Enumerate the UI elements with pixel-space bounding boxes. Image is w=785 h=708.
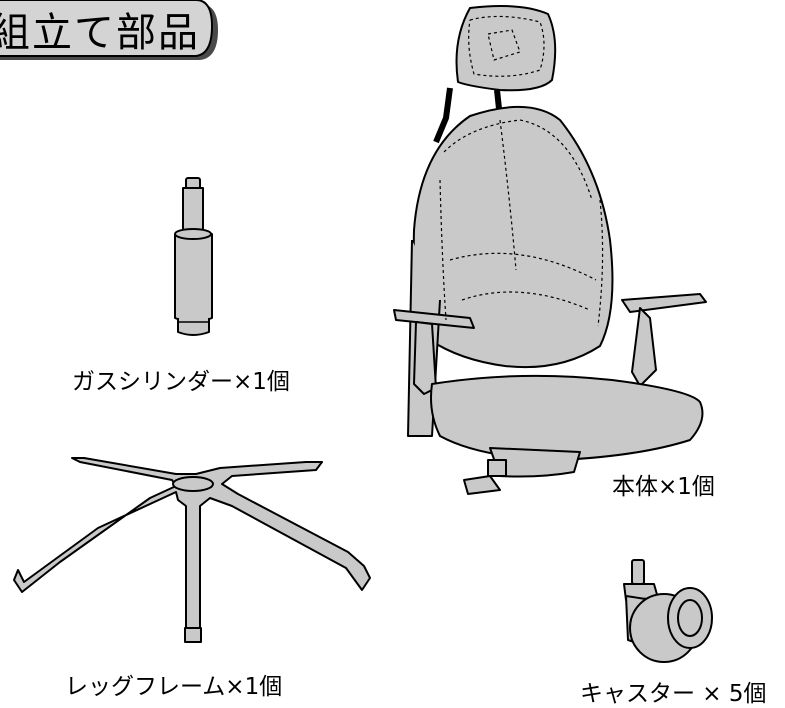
page-title: 組立て部品: [0, 10, 200, 56]
chair-stitching: [439, 15, 604, 327]
gas-cylinder-label: ガスシリンダー×1個: [72, 369, 290, 395]
gas-cylinder-part: [174, 177, 213, 336]
chair-body-label: 本体×1個: [612, 474, 715, 500]
chair-body-part: [393, 5, 707, 495]
caster-part: [623, 559, 713, 663]
leg-frame-label: レッグフレーム×1個: [65, 674, 283, 700]
leg-frame-part: [13, 457, 371, 643]
section-title-tab: 組立て部品: [0, 0, 226, 66]
title-tab-shape: [0, 0, 218, 60]
caster-label: キャスター × 5個: [580, 681, 767, 707]
